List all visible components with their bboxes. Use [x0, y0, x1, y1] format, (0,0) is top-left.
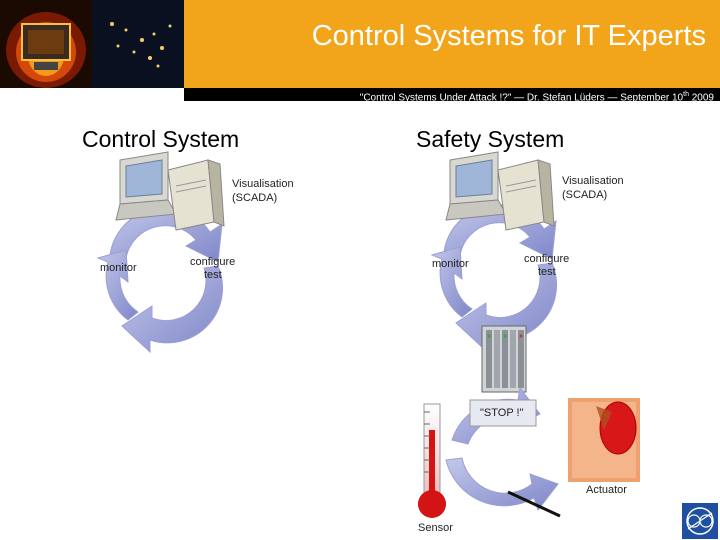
- left-test-label: test: [204, 269, 222, 281]
- sensor-thermometer-icon: [418, 403, 446, 518]
- control-system-heading: Control System: [82, 126, 240, 152]
- left-computer-icon: [115, 151, 225, 231]
- right-computer-icon: [445, 151, 555, 231]
- stop-box: [469, 399, 537, 427]
- header-banner: Control Systems for IT Experts: [0, 0, 720, 88]
- right-test-label: test: [538, 266, 556, 278]
- page-title: Control Systems for IT Experts: [311, 20, 706, 52]
- left-configure-label: configure: [190, 256, 236, 268]
- stop-label: "STOP !": [480, 407, 524, 419]
- plc-rack-icon: [481, 325, 527, 393]
- left-scada-label: (SCADA): [232, 192, 278, 204]
- earth-night-image: [92, 0, 184, 88]
- lever-line: [507, 490, 561, 518]
- actuator-label: Actuator: [586, 484, 627, 496]
- subtitle-main: "Control Systems Under Attack !?" — Dr. …: [359, 92, 684, 104]
- subtitle-sup: th: [683, 91, 689, 98]
- burning-computer-image: [0, 0, 92, 88]
- left-visualisation-label: Visualisation: [232, 178, 294, 190]
- left-monitor-label: monitor: [100, 262, 137, 274]
- right-scada-label: (SCADA): [562, 189, 608, 201]
- subtitle-year: 2009: [688, 92, 714, 104]
- sensor-label: Sensor: [418, 522, 453, 534]
- right-monitor-label: monitor: [432, 258, 469, 270]
- actuator-emergency-button-icon: [568, 398, 640, 482]
- subtitle-bar: "Control Systems Under Attack !?" — Dr. …: [184, 88, 720, 104]
- right-configure-label: configure: [524, 253, 570, 265]
- right-visualisation-label: Visualisation: [562, 175, 624, 187]
- subtitle-text: "Control Systems Under Attack !?" — Dr. …: [360, 88, 714, 104]
- cern-logo-icon: [682, 503, 718, 539]
- safety-system-heading: Safety System: [416, 126, 565, 152]
